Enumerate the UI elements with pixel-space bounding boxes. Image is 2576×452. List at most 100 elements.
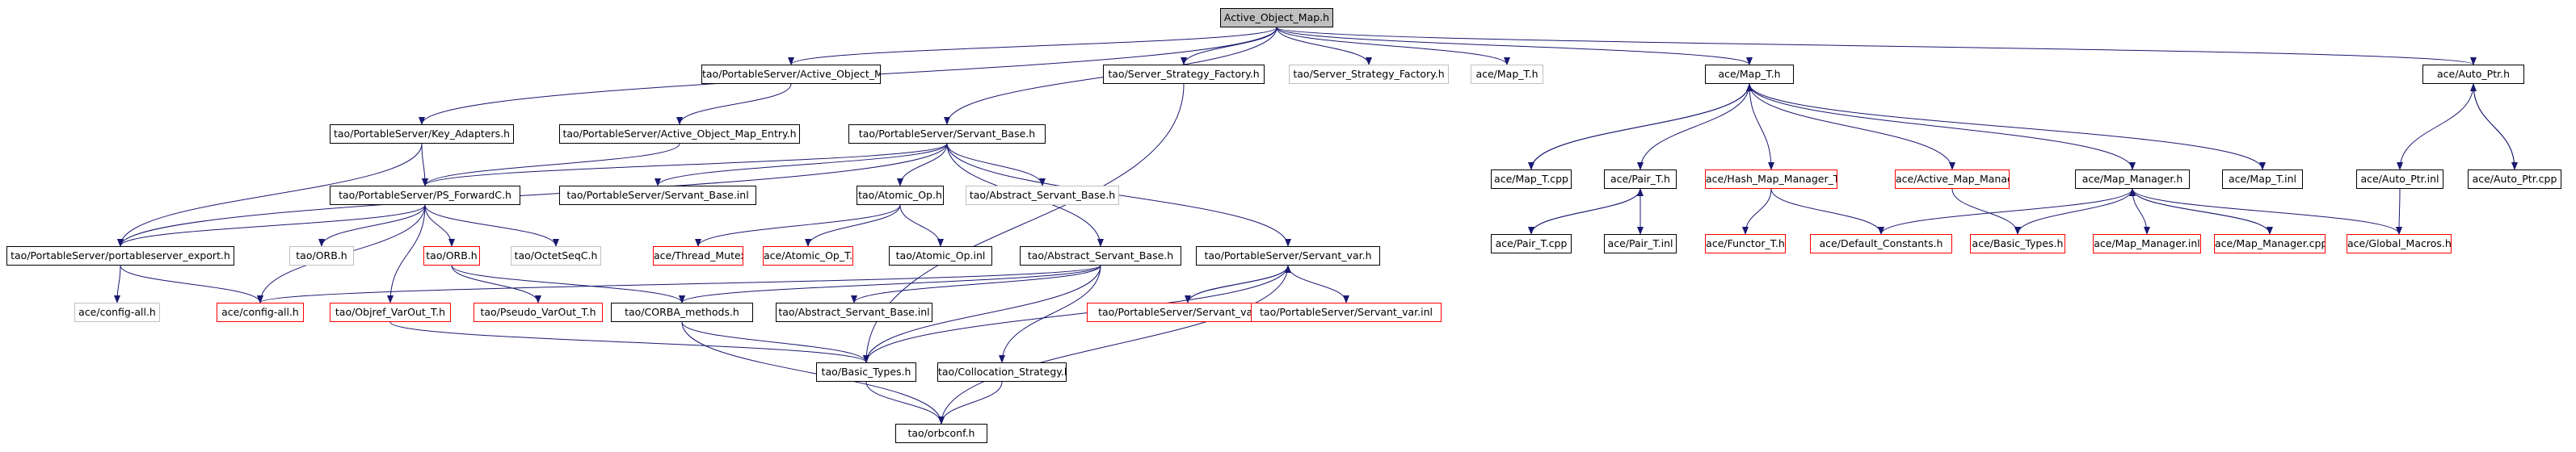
edge-ps_forwardc-to-orb_gray: [318, 204, 426, 247]
node-pair-t-inl[interactable]: ace/Pair_T.inl: [1604, 234, 1677, 253]
edge-map_t_cpp-to-map_t_h: [1530, 83, 1753, 170]
edge-basic_types_tao-to-orbconf: [865, 381, 945, 425]
node-map-manager-inl[interactable]: ace/Map_Manager.inl: [2093, 234, 2201, 253]
edge-servant_base-to-servant_base_inl: [655, 143, 948, 186]
edge-auto_ptr_inl-to-global_macros: [2396, 188, 2403, 235]
node-functor-t[interactable]: ace/Functor_T.h: [1705, 234, 1786, 253]
node-servant-base[interactable]: tao/PortableServer/Servant_Base.h: [848, 124, 1046, 144]
edge-map_t_h-to-active_map_mgr: [1749, 83, 1955, 170]
node-config-all-gray: ace/config-all.h: [74, 303, 160, 322]
node-auto-ptr-cpp[interactable]: ace/Auto_Ptr.cpp: [2468, 170, 2561, 189]
edge-corba_methods-to-orbconf: [681, 321, 945, 425]
node-pseudo-varout[interactable]: tao/Pseudo_VarOut_T.h: [474, 303, 603, 322]
edge-atomic_op-to-atomic_op_inl: [899, 204, 944, 247]
node-key-adapters[interactable]: tao/PortableServer/Key_Adapters.h: [330, 124, 514, 144]
node-atomic-op-inl[interactable]: tao/Atomic_Op.inl: [889, 246, 992, 266]
edge-servant_var-to-orbconf: [938, 265, 1289, 425]
node-map-manager-h[interactable]: ace/Map_Manager.h: [2075, 170, 2190, 189]
node-auto-ptr-inl[interactable]: ace/Auto_Ptr.inl: [2356, 170, 2443, 189]
node-hash-map-mgr[interactable]: ace/Hash_Map_Manager_T.h: [1705, 170, 1837, 189]
node-ssf-h[interactable]: tao/Server_Strategy_Factory.h: [1103, 65, 1265, 84]
edge-aom_inl-to-aom_entry: [676, 83, 792, 125]
edge-root-to-ace_map_t: [1276, 27, 1510, 65]
edge-map_t_h-to-hash_map_mgr: [1749, 83, 1774, 170]
edge-ps_forwardc-to-orb_red: [424, 204, 455, 247]
dependency-edges: [114, 27, 2518, 425]
edge-objref_varout-to-basic_types_tao: [389, 321, 869, 363]
edge-map_t_h-to-map_manager_h: [1749, 83, 2136, 170]
edge-auto_ptr_cpp-to-auto_ptr_h: [2470, 83, 2515, 170]
edge-root-to-aom_inl: [788, 27, 1277, 65]
node-ace-map-t: ace/Map_T.h: [1471, 65, 1543, 84]
node-servant-var[interactable]: tao/PortableServer/Servant_var.h: [1196, 246, 1380, 266]
node-orb-red[interactable]: tao/ORB.h: [423, 246, 480, 266]
edge-atomic_op-to-thread_mutex: [695, 204, 901, 247]
edge-map_manager_h-to-global_macros: [2132, 188, 2402, 235]
edge-servant_base-to-abstract_servant_base_gray: [946, 143, 1046, 186]
edge-servant_base-to-ps_export: [117, 143, 948, 247]
node-pair-t-h[interactable]: ace/Pair_T.h: [1604, 170, 1677, 189]
edge-pair_t_cpp-to-pair_t_h: [1530, 188, 1644, 235]
node-basic-types-tao[interactable]: tao/Basic_Types.h: [816, 362, 916, 382]
node-pair-t-cpp[interactable]: ace/Pair_T.cpp: [1491, 234, 1572, 253]
edge-map_manager_h-to-basic_types_ace: [2014, 188, 2133, 235]
node-servant-var-inl[interactable]: tao/PortableServer/Servant_var.inl: [1251, 303, 1442, 322]
node-abstract-servant-base-inl[interactable]: tao/Abstract_Servant_Base.inl: [776, 303, 932, 322]
node-orbconf[interactable]: tao/orbconf.h: [895, 424, 987, 443]
node-ps-export[interactable]: tao/PortableServer/portableserver_export…: [6, 246, 234, 266]
edge-collocation_strategy-to-orbconf: [938, 381, 1003, 425]
edge-servant_base-to-ps_forwardc: [422, 143, 948, 186]
edge-orb_red-to-pseudo_varout: [451, 265, 541, 303]
node-active-map-mgr[interactable]: ace/Active_Map_Manager.h: [1895, 170, 2010, 189]
edge-map_manager_h-to-default_constants: [1878, 188, 2133, 235]
node-global-macros[interactable]: ace/Global_Macros.h: [2347, 234, 2452, 253]
edge-abstract_servant_base-to-corba_methods: [679, 265, 1101, 303]
edge-abstract_servant_base-to-abstract_servant_base_inl: [851, 265, 1101, 303]
node-map-t-cpp[interactable]: ace/Map_T.cpp: [1491, 170, 1572, 189]
node-ssf-h2: tao/Server_Strategy_Factory.h: [1289, 65, 1449, 84]
node-default-constants[interactable]: ace/Default_Constants.h: [1810, 234, 1952, 253]
node-thread-mutex[interactable]: ace/Thread_Mutex.h: [653, 246, 743, 266]
node-basic-types-ace[interactable]: ace/Basic_Types.h: [1970, 234, 2065, 253]
edge-servant_var-to-servant_var_inl: [1287, 265, 1349, 303]
edge-ps_forwardc-to-objref_varout: [387, 204, 426, 303]
edge-auto_ptr_h-to-auto_ptr_inl: [2397, 83, 2474, 170]
edge-key_adapters-to-ps_export: [117, 143, 423, 247]
node-atomic-op[interactable]: tao/Atomic_Op.h: [857, 186, 944, 205]
node-orb-gray: tao/ORB.h: [289, 246, 354, 266]
edge-hash_map_mgr-to-default_constants: [1770, 188, 1884, 235]
edge-orb_red-to-corba_methods: [451, 265, 685, 303]
edge-root-to-auto_ptr_h: [1276, 27, 2477, 65]
edge-atomic_op-to-atomic_op_t: [805, 204, 901, 247]
node-map-t-h[interactable]: ace/Map_T.h: [1705, 65, 1794, 84]
node-collocation-strategy[interactable]: tao/Collocation_Strategy.h: [937, 362, 1067, 382]
edge-key_adapters-to-ps_forwardc: [421, 143, 428, 186]
node-octetseqc: tao/OctetSeqC.h: [511, 246, 601, 266]
edge-map_manager_cpp-to-map_manager_h: [2129, 188, 2271, 235]
edge-servant_var-to-basic_types_tao: [863, 265, 1289, 363]
node-aom-entry[interactable]: tao/PortableServer/Active_Object_Map_Ent…: [559, 124, 800, 144]
node-auto-ptr-h[interactable]: ace/Auto_Ptr.h: [2422, 65, 2524, 84]
node-ps-forwardc[interactable]: tao/PortableServer/PS_ForwardC.h: [330, 186, 520, 205]
edge-corba_methods-to-basic_types_tao: [681, 321, 869, 363]
edge-map_t_h-to-pair_t_h: [1637, 83, 1750, 170]
edge-servant_base-to-atomic_op: [897, 143, 948, 186]
node-aom-inl[interactable]: tao/PortableServer/Active_Object_Map.inl: [701, 65, 881, 84]
node-abstract-servant-base[interactable]: tao/Abstract_Servant_Base.h: [1020, 246, 1181, 266]
edge-root-to-map_t_h: [1276, 27, 1753, 65]
node-config-all-red[interactable]: ace/config-all.h: [217, 303, 304, 322]
edge-hash_map_mgr-to-functor_t: [1742, 188, 1772, 235]
edge-root-to-ssf_h2: [1276, 27, 1372, 65]
node-map-t-inl[interactable]: ace/Map_T.inl: [2222, 170, 2303, 189]
node-atomic-op-t[interactable]: ace/Atomic_Op_T.h: [763, 246, 853, 266]
node-objref-varout[interactable]: tao/Objref_VarOut_T.h: [330, 303, 451, 322]
edge-aom_entry-to-ps_forwardc: [422, 143, 680, 186]
node-corba-methods[interactable]: tao/CORBA_methods.h: [611, 303, 753, 322]
edge-abstract_servant_base-to-config_all_red: [257, 265, 1101, 303]
node-servant-base-inl[interactable]: tao/PortableServer/Servant_Base.inl: [559, 186, 756, 205]
node-map-manager-cpp[interactable]: ace/Map_Manager.cpp: [2214, 234, 2326, 253]
edge-ps_export-to-config_all_gray: [114, 265, 121, 303]
node-root[interactable]: Active_Object_Map.h: [1220, 8, 1333, 27]
edge-ps_forwardc-to-ps_export: [117, 204, 426, 247]
